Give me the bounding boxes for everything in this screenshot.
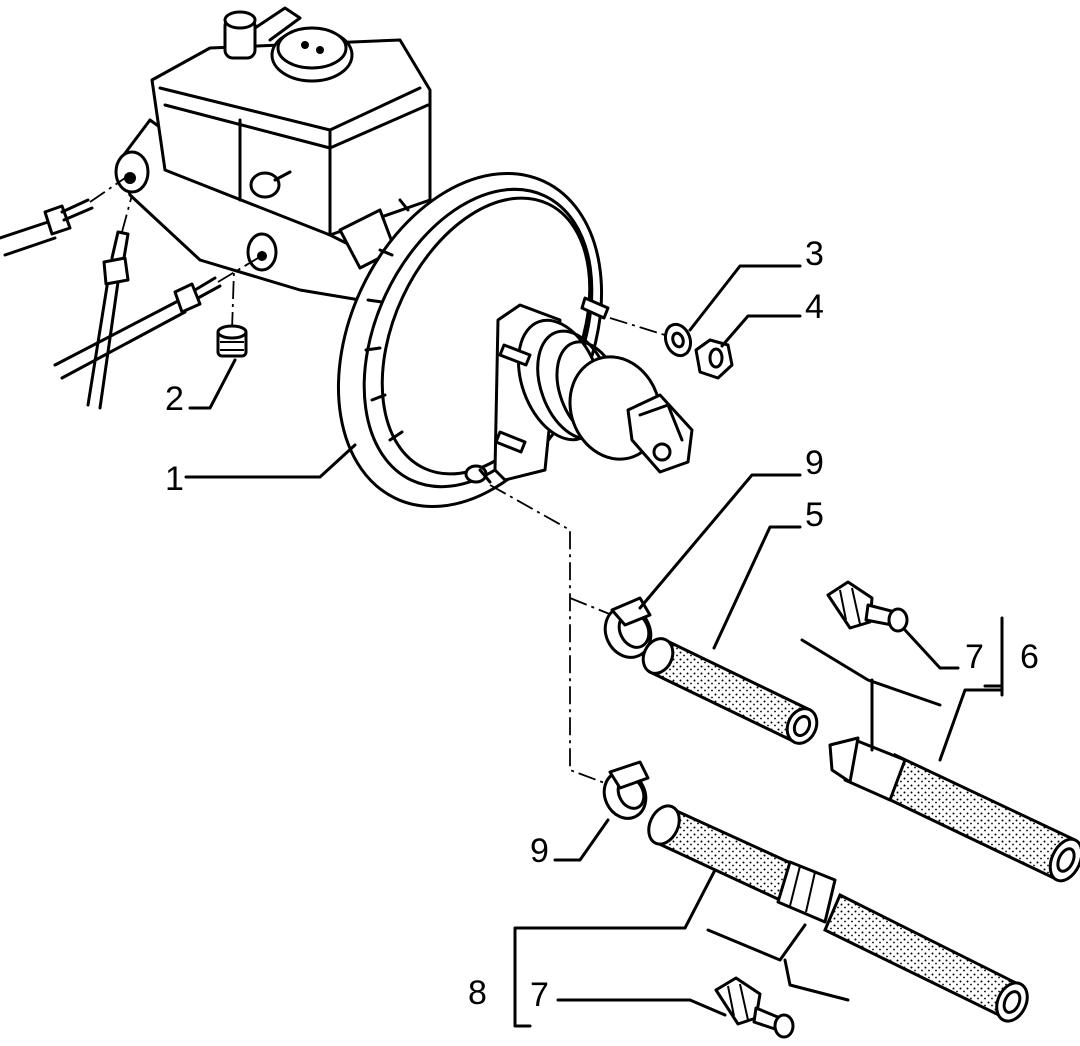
label-6: 6 (1020, 638, 1039, 676)
part-9-clamp-upper (603, 596, 653, 659)
label-4: 4 (805, 288, 824, 326)
label-1: 1 (165, 460, 184, 498)
part-7-fitting-lower (714, 976, 795, 1039)
label-5: 5 (805, 496, 824, 534)
label-3: 3 (805, 235, 824, 273)
part-6-hose-assembly (828, 736, 1080, 883)
leader-lines (184, 264, 1004, 1028)
label-7-lower: 7 (530, 976, 549, 1014)
part-3-washer (609, 317, 693, 358)
hose-routing-line (489, 484, 611, 786)
label-9-upper: 9 (805, 444, 824, 482)
part-4-nut (694, 338, 734, 380)
part-8-hose-assembly (647, 804, 1029, 1023)
part-5-hose (641, 637, 819, 745)
brake-lines (0, 177, 259, 410)
part-2-cap (216, 269, 248, 358)
label-9-lower: 9 (530, 832, 549, 870)
label-2: 2 (165, 380, 184, 418)
brake-booster (336, 171, 694, 509)
part-7-fitting-upper (826, 580, 909, 633)
label-8: 8 (468, 974, 487, 1012)
part-9-clamp-lower (602, 760, 650, 820)
master-cylinder-assembly (114, 6, 432, 302)
label-7-upper: 7 (965, 638, 984, 676)
callout-labels: 1 2 3 4 5 6 7 7 8 9 9 (165, 235, 1039, 1014)
